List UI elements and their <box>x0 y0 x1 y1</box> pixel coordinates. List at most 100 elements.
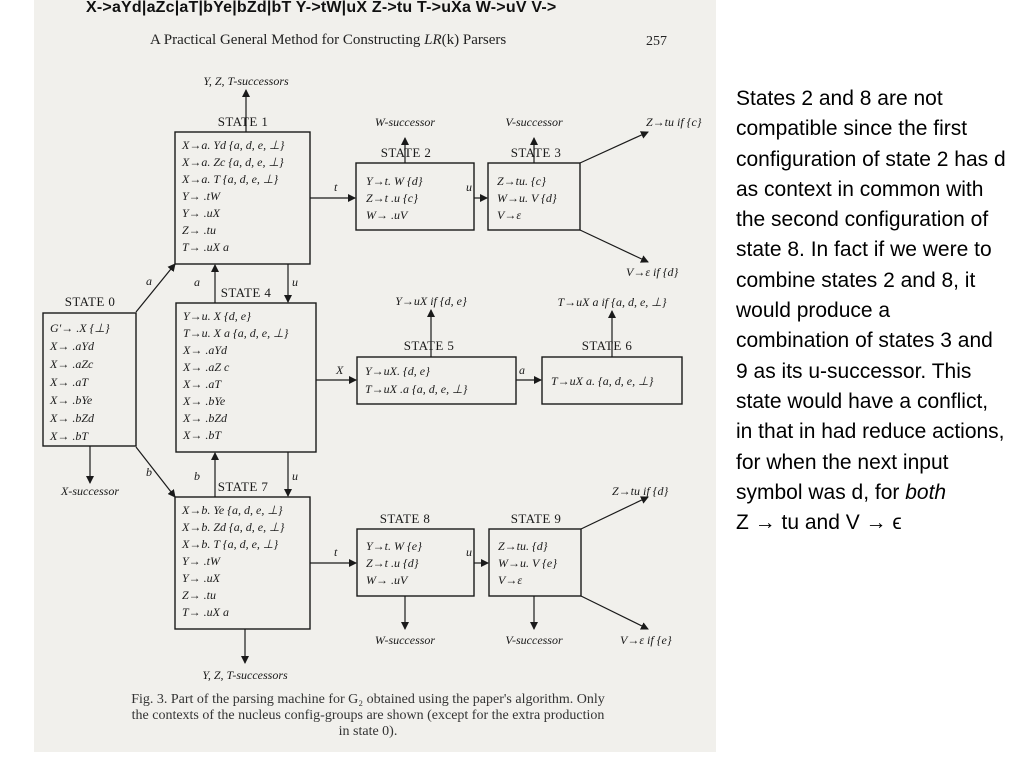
state-6-line: T→uX a. {a, d, e, ⊥} <box>551 374 654 388</box>
label-z-reduce-c: Z→tu if {c} <box>646 115 702 129</box>
state-4-line: X→ .bYe <box>182 394 226 408</box>
state-9-line: V→ε <box>498 573 522 587</box>
state-0-line: X→ .bT <box>49 429 89 443</box>
state-4-line: X→ .bZd <box>182 411 228 425</box>
page-number: 257 <box>646 34 667 49</box>
label-z-reduce-d: Z→tu if {d} <box>612 484 668 498</box>
state-1-line: X→a. T {a, d, e, ⊥} <box>181 172 278 186</box>
note-last-line: Z → tu and V → ϵ <box>736 511 902 535</box>
state-3-line: W→u. V {d} <box>497 191 557 205</box>
state-5-title: STATE 5 <box>404 338 455 353</box>
edge-label-b: b <box>194 469 200 483</box>
state-8-line: W→ .uV <box>366 573 409 587</box>
arrow-state0-state7 <box>135 446 176 498</box>
arrow-state9-veps <box>580 595 649 630</box>
arrow-state3-veps <box>579 229 649 263</box>
running-head: A Practical General Method for Construct… <box>150 32 506 49</box>
running-head-lr: LR <box>424 32 442 48</box>
state-4-line: T→u. X a {a, d, e, ⊥} <box>183 326 289 340</box>
arrow-state3-z <box>579 131 649 164</box>
note-emphasis: both <box>905 480 947 504</box>
parsing-machine-diagram: STATE 1 STATE 2 STATE 3 STATE 0 STATE 4 … <box>42 74 702 682</box>
state-8-line: Z→t .u {d} <box>366 556 419 570</box>
state-3-line: V→ε <box>497 208 521 222</box>
state-1-line: T→ .uX a <box>182 240 229 254</box>
state-4-line: X→ .aZ c <box>182 360 230 374</box>
state-9-line: Z→tu. {d} <box>498 539 548 553</box>
state-7-line: Y→ .uX <box>182 571 221 585</box>
state-1-line: Y→ .tW <box>182 189 221 203</box>
label-v-reduce-e: V→ε if {e} <box>620 633 672 647</box>
state-4-line: Y→u. X {d, e} <box>183 309 251 323</box>
state-0-title: STATE 0 <box>65 294 116 309</box>
explanation-note: States 2 and 8 are not compatible since … <box>736 84 1006 538</box>
state-7-line: X→b. Zd {a, d, e, ⊥} <box>181 520 285 534</box>
caption-line: Fig. 3. Part of the parsing machine for … <box>131 692 605 707</box>
state-7-line: Y→ .tW <box>182 554 221 568</box>
state-2-box <box>355 162 475 231</box>
state-8-line: Y→t. W {e} <box>366 539 422 553</box>
grammar-header: X->aYd|aZc|aT|bYe|bZd|bT Y->tW|uX Z->tu … <box>86 0 557 16</box>
state-7-line: T→ .uX a <box>182 605 229 619</box>
arrow-state9-z <box>580 496 649 530</box>
label-t-reduce: T→uX a if {a, d, e, ⊥} <box>557 295 666 309</box>
state-2-title: STATE 2 <box>381 145 432 160</box>
label-v-successor-bottom: V-successor <box>505 633 563 647</box>
running-head-post: (k) Parsers <box>441 32 507 48</box>
edge-label-b: b <box>146 465 152 479</box>
state-1-line: Y→ .uX <box>182 206 221 220</box>
state-0-line: X→ .bZd <box>49 411 95 425</box>
state-7-line: X→b. Ye {a, d, e, ⊥} <box>181 503 283 517</box>
state-7-line: X→b. T {a, d, e, ⊥} <box>181 537 278 551</box>
edge-label-a: a <box>519 363 525 377</box>
state-9-box <box>488 528 582 597</box>
state-2-line: W→ .uV <box>366 208 409 222</box>
label-w-successor-bottom: W-successor <box>375 633 436 647</box>
label-v-reduce-d: V→ε if {d} <box>626 265 679 279</box>
state-0-line: X→ .aYd <box>49 339 95 353</box>
state-4-line: X→ .aYd <box>182 343 228 357</box>
state-7-line: Z→ .tu <box>182 588 216 602</box>
scanned-page <box>34 0 716 752</box>
state-1-title: STATE 1 <box>218 114 269 129</box>
state-1-line: X→a. Yd {a, d, e, ⊥} <box>181 138 285 152</box>
edge-label-t: t <box>334 545 338 559</box>
label-w-successor-top: W-successor <box>375 115 436 129</box>
edge-label-t: t <box>334 180 338 194</box>
state-1-line: X→a. Zc {a, d, e, ⊥} <box>181 155 284 169</box>
state-5-line: Y→uX. {d, e} <box>365 364 430 378</box>
state-8-title: STATE 8 <box>380 511 431 526</box>
state-0-line: G′→ .X {⊥} <box>50 321 110 335</box>
caption-line: the contexts of the nucleus config-group… <box>131 708 605 723</box>
edge-label-u: u <box>292 275 298 289</box>
label-v-successor-top: V-successor <box>505 115 563 129</box>
state-4-line: X→ .bT <box>182 428 222 442</box>
edge-label-u: u <box>466 545 472 559</box>
state-9-line: W→u. V {e} <box>498 556 557 570</box>
state-3-line: Z→tu. {c} <box>497 174 546 188</box>
state-0-line: X→ .aT <box>49 375 89 389</box>
state-4-box <box>175 302 317 453</box>
state-0-line: X→ .bYe <box>49 393 93 407</box>
edge-label-x: X <box>335 363 344 377</box>
state-4-title: STATE 4 <box>221 285 272 300</box>
figure-caption: Fig. 3. Part of the parsing machine for … <box>52 692 684 740</box>
running-head-pre: A Practical General Method for Construct… <box>150 32 425 48</box>
state-2-line: Y→t. W {d} <box>366 174 423 188</box>
state-6-title: STATE 6 <box>582 338 633 353</box>
state-4-line: X→ .aT <box>182 377 222 391</box>
state-1-line: Z→ .tu <box>182 223 216 237</box>
caption-line: in state 0). <box>338 724 398 739</box>
edge-label-a: a <box>194 275 200 289</box>
label-yzt-successors-top: Y, Z, T-successors <box>203 74 289 88</box>
state-3-title: STATE 3 <box>511 145 562 160</box>
state-0-line: X→ .aZc <box>49 357 94 371</box>
state-2-line: Z→t .u {c} <box>366 191 418 205</box>
note-text: States 2 and 8 are not compatible since … <box>736 87 1006 504</box>
state-7-title: STATE 7 <box>218 479 269 494</box>
state-5-line: T→uX .a {a, d, e, ⊥} <box>365 382 468 396</box>
label-y-reduce: Y→uX if {d, e} <box>395 294 467 308</box>
label-x-successor: X-successor <box>60 484 119 498</box>
edge-label-u: u <box>466 180 472 194</box>
arrow-state0-state1 <box>135 263 176 313</box>
